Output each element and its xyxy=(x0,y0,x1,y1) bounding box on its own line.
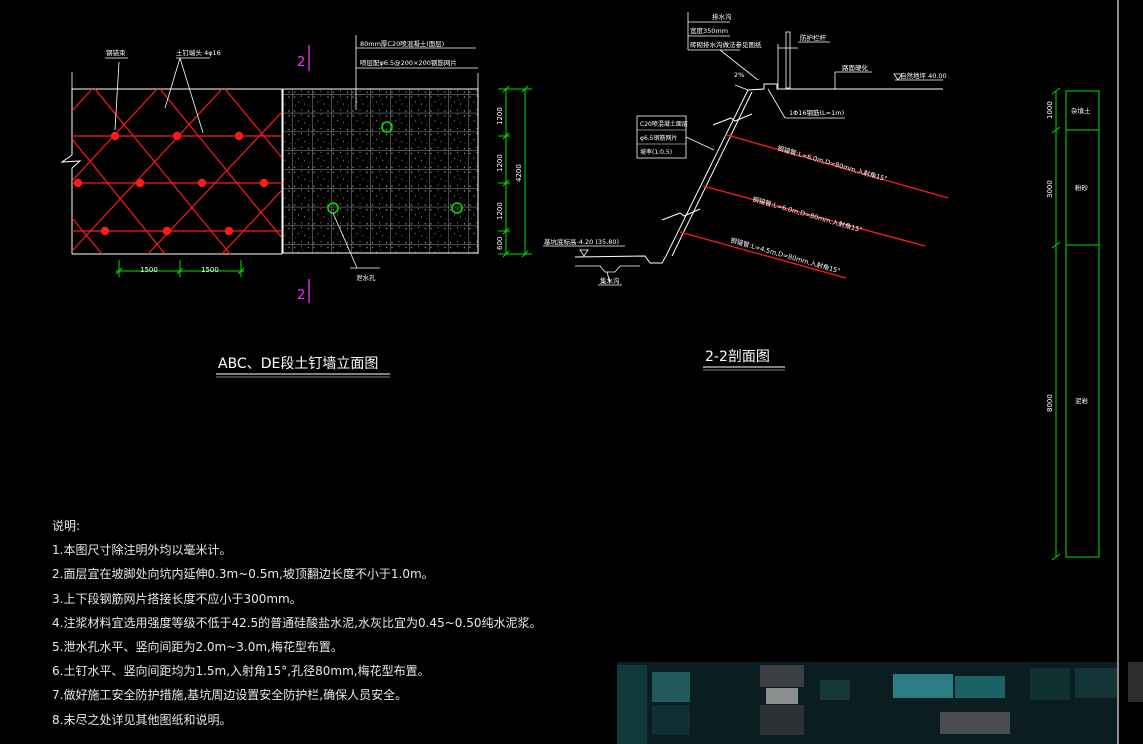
soil-nail-3 xyxy=(679,231,847,279)
dim-total: 4200 xyxy=(515,164,523,182)
soil-nail-1 xyxy=(726,134,949,199)
label-slope-2pct: 2% xyxy=(734,71,744,79)
label-shotcrete: 80mm厚C20喷混凝土(面层) xyxy=(360,39,444,48)
label-nail-end: 土钉端头 4φ16 xyxy=(176,48,221,57)
layer-mudstone: 泥岩 xyxy=(1075,396,1089,405)
nail-label-1: 钢锚管:L=6.0m,D=80mm,入射角15° xyxy=(776,143,888,183)
label-collect-ditch: 集水沟 xyxy=(600,276,620,285)
note-line-4: 4.注浆材料宜选用强度等级不低于42.5的普通硅酸盐水泥,水灰比宜为0.45~0… xyxy=(52,615,542,630)
dim-v-1: 1200 xyxy=(496,107,504,125)
label-slope-grade: 坡率(1:0.5) xyxy=(640,148,672,156)
notes-heading: 说明: xyxy=(52,519,81,533)
label-ditch-width: 宽度350mm xyxy=(690,26,728,35)
column-dim-1: 1000 xyxy=(1046,101,1054,119)
note-line-5: 5.泄水孔水平、竖向间距为2.0m~3.0m,梅花型布置。 xyxy=(52,640,343,655)
elevation-title: ABC、DE段土钉墙立面图 xyxy=(218,356,378,372)
dim-v-4: 600 xyxy=(496,237,504,250)
nail-label-2: 钢锚管:L=6.0m,D=80mm,入射角15° xyxy=(751,194,863,234)
dim-h-2: 1500 xyxy=(201,266,219,274)
label-top-elevation: 自然地坪 40.00 xyxy=(900,71,947,80)
note-line-8: 8.未尽之处详见其他图纸和说明。 xyxy=(52,712,232,727)
column-dim-3: 8000 xyxy=(1046,394,1054,412)
section-mark-bottom: 2 xyxy=(297,288,305,303)
label-facing-mesh: φ6.5钢筋网片 xyxy=(640,134,678,142)
soil-nail-2 xyxy=(702,185,926,247)
shotcrete-mesh-panel xyxy=(282,88,479,254)
label-ditch-note: 砖砌排水沟做法参见图纸 xyxy=(690,40,762,49)
soil-column: 1000 3000 8000 杂填土 粉砂 泥岩 xyxy=(1046,87,1100,561)
label-drain-ditch: 排水沟 xyxy=(712,12,732,21)
section-2-2-view: 钢锚管:L=6.0m,D=80mm,入射角15° 钢锚管:L=6.0m,D=80… xyxy=(543,12,949,371)
note-line-6: 6.土钉水平、竖向间距均为1.5m,入射角15°,孔径80mm,梅花型布置。 xyxy=(52,664,430,679)
note-line-2: 2.面层宜在坡脚处向坑内延伸0.3m~0.5m,坡顶翻边长度不小于1.0m。 xyxy=(52,567,434,582)
section-title: 2-2剖面图 xyxy=(705,349,770,365)
label-ground-hardening: 路面硬化 xyxy=(842,63,869,72)
section-mark-top: 2 xyxy=(297,55,305,70)
label-anchor: 钢锚束 xyxy=(106,48,126,57)
nail-head-dots xyxy=(73,131,269,236)
elevation-vertical-dims xyxy=(498,85,532,258)
dim-v-3: 1200 xyxy=(496,202,504,220)
dim-h-1: 1500 xyxy=(140,266,158,274)
label-guard-rail: 防护栏杆 xyxy=(800,33,827,42)
note-line-7: 7.做好施工安全防护措施,基坑周边设置安全防护栏,确保人员安全。 xyxy=(52,688,408,703)
label-bar: 1Φ16钢筋(L=1m) xyxy=(789,108,844,117)
layer-fill: 杂填土 xyxy=(1071,106,1091,115)
dim-v-2: 1200 xyxy=(496,154,504,172)
design-notes: 说明: 1.本图尺寸除注明外均以毫米计。 2.面层宜在坡脚处向坑内延伸0.3m~… xyxy=(52,514,541,732)
label-base-elevation: 基坑底标高-4.20 (35.80) xyxy=(544,237,619,246)
label-mesh: 喷层配φ6.5@200×200钢筋网片 xyxy=(360,58,457,67)
label-drain-hole: 泄水孔 xyxy=(356,273,376,282)
note-line-1: 1.本图尺寸除注明外均以毫米计。 xyxy=(52,543,232,558)
nail-label-3: 钢锚管:L=4.5m,D=80mm,入射角15° xyxy=(729,235,841,275)
blurred-title-block xyxy=(617,662,1143,744)
layer-silty-sand: 粉砂 xyxy=(1075,183,1089,192)
label-facing-layer: C20喷混凝土面层 xyxy=(640,120,688,128)
elevation-view: 钢锚束 土钉端头 4φ16 泄水孔 80mm厚C20喷混凝土(面层) 喷层配φ6… xyxy=(60,35,532,378)
column-dim-2: 3000 xyxy=(1046,180,1054,198)
note-line-3: 3.上下段钢筋网片搭接长度不应小于300mm。 xyxy=(52,591,302,606)
elevation-horizontal-dims xyxy=(115,260,245,277)
